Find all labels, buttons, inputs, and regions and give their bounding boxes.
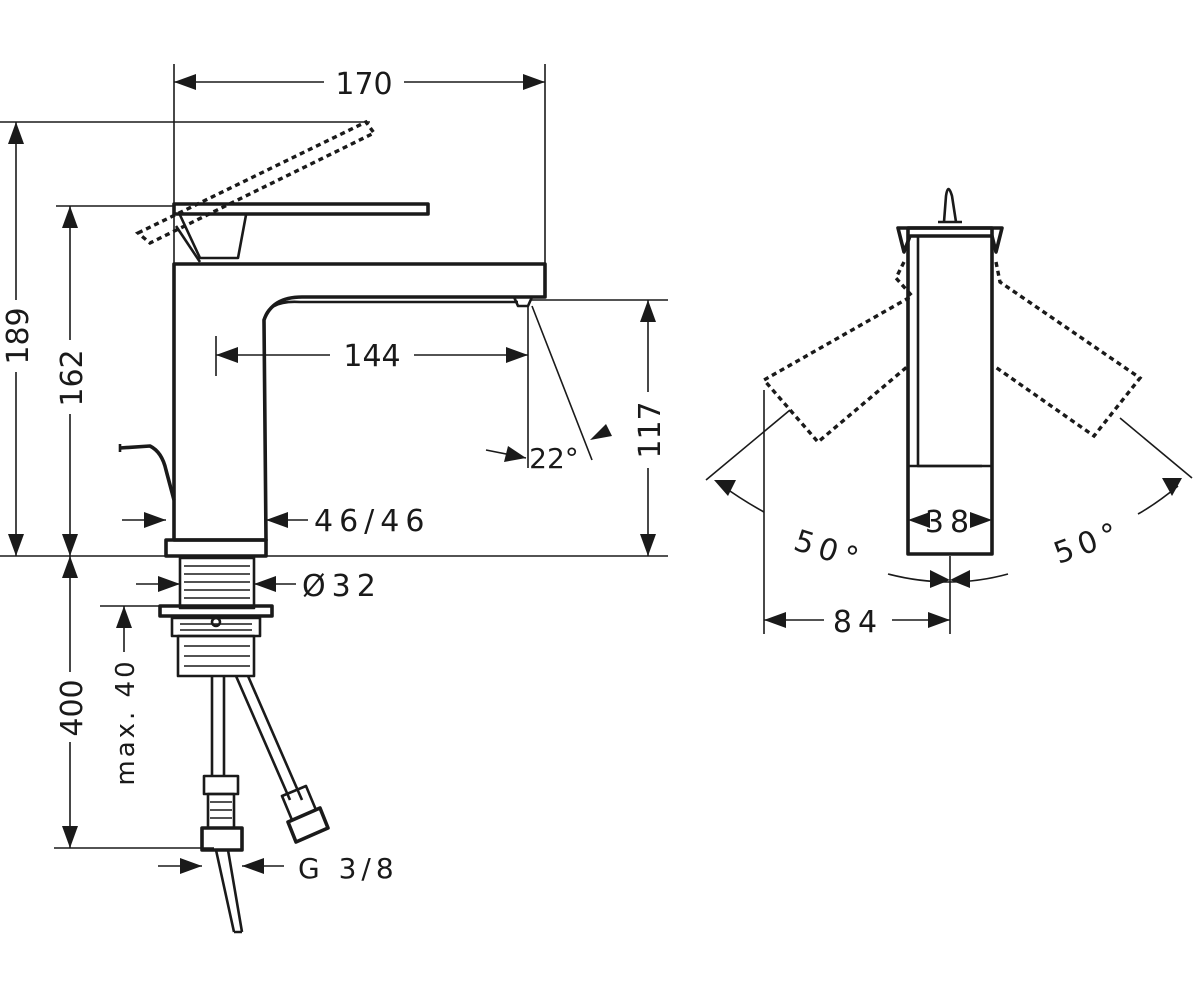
dim-84: 84: [833, 605, 883, 640]
front-dimensions: 38 84 50° 50°: [705, 390, 1193, 640]
dim-117: 117: [633, 401, 668, 458]
lever-stem: [942, 187, 958, 223]
lever-cartridge: [178, 214, 248, 260]
aerator: [512, 296, 534, 308]
base-plate: [164, 538, 268, 558]
lever-cartridge-inner: [174, 225, 202, 263]
lever-swing-right: [993, 261, 1143, 439]
dim-50deg-right: 50°: [1049, 514, 1128, 571]
lever-cap: [896, 226, 1004, 254]
dim-22deg: 22°: [529, 442, 579, 475]
dim-162: 162: [55, 349, 90, 406]
side-dimensions: 170 189 162 144 117 22° 46/46: [0, 64, 668, 885]
dim-400: 400: [55, 679, 90, 736]
dim-170: 170: [335, 67, 392, 102]
dim-144: 144: [343, 339, 400, 374]
side-view: [118, 119, 547, 934]
threaded-shank: [158, 556, 274, 678]
lever-swing-left: [761, 261, 915, 445]
dim-38: 38: [925, 505, 975, 540]
lever-closed: [172, 202, 430, 216]
dim-46-46: 46/46: [314, 504, 430, 539]
front-view: [761, 187, 1143, 556]
front-body: [906, 226, 994, 556]
dim-189: 189: [1, 307, 36, 364]
faucet-body: [172, 262, 547, 542]
dim-g-3-8: G 3/8: [298, 852, 399, 885]
dim-50deg-left: 50°: [790, 523, 869, 578]
spout-inner-curve: [262, 300, 518, 321]
dim-max-40: max. 40: [111, 658, 141, 785]
supply-hoses: [200, 675, 330, 934]
popup-rod: [119, 444, 176, 501]
dim-dia-32: Ø32: [302, 569, 382, 604]
